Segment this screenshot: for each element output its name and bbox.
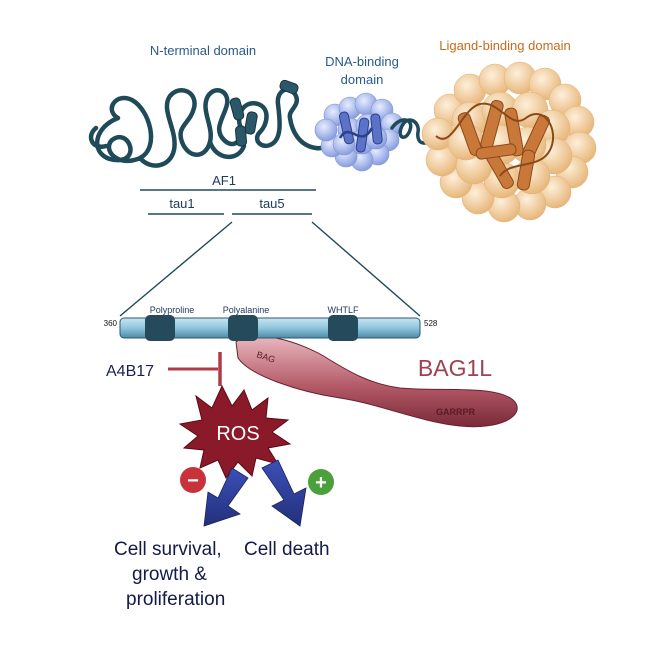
residue-end-label: 528 [424, 319, 438, 328]
dna-binding-domain-label-line2: domain [341, 72, 384, 87]
polyproline-motif [145, 315, 175, 341]
death-arrow-icon [261, 459, 307, 527]
residue-start-label: 360 [104, 319, 118, 328]
tau1-label: tau1 [169, 196, 194, 211]
dna-binding-domain-label-line1: DNA-binding [325, 54, 399, 69]
cell-survival-label-line2: growth & [132, 564, 207, 585]
polyalanine-motif [228, 315, 258, 341]
minus-sign-icon: − [180, 467, 206, 493]
zoom-line-right [311, 221, 421, 317]
whtlf-motif [328, 315, 358, 341]
hinge-linker [390, 118, 438, 145]
cell-survival-label-line3: proliferation [126, 589, 225, 610]
cell-death-label: Cell death [244, 539, 330, 560]
tau5-zoom-bar [119, 315, 421, 341]
zoom-line-left [119, 221, 233, 317]
n-terminal-domain-label: N-terminal domain [150, 43, 256, 58]
cell-survival-label-line1: Cell survival, [114, 539, 222, 560]
n-terminal-domain-structure [88, 87, 343, 168]
svg-text:−: − [187, 470, 199, 492]
n-terminal-helix-icons [229, 79, 299, 147]
a4b17-label: A4B17 [106, 363, 154, 380]
garrpr-domain-label: GARRPR [436, 407, 476, 417]
af1-label: AF1 [212, 173, 236, 188]
polyalanine-label: Polyalanine [223, 305, 270, 315]
svg-text:+: + [315, 472, 327, 494]
tau5-label: tau5 [259, 196, 284, 211]
dna-binding-domain-structure [314, 92, 404, 172]
ligand-binding-domain-label: Ligand-binding domain [439, 38, 571, 53]
whtlf-label: WHTLF [328, 305, 359, 315]
bag1l-protein-shape [235, 335, 518, 428]
bag1l-label: BAG1L [418, 355, 492, 381]
ligand-binding-domain-structure [421, 61, 597, 223]
polyproline-label: Polyproline [150, 305, 195, 315]
ros-label: ROS [216, 423, 259, 445]
survival-arrow-icon [203, 467, 249, 527]
plus-sign-icon: + [308, 469, 334, 495]
